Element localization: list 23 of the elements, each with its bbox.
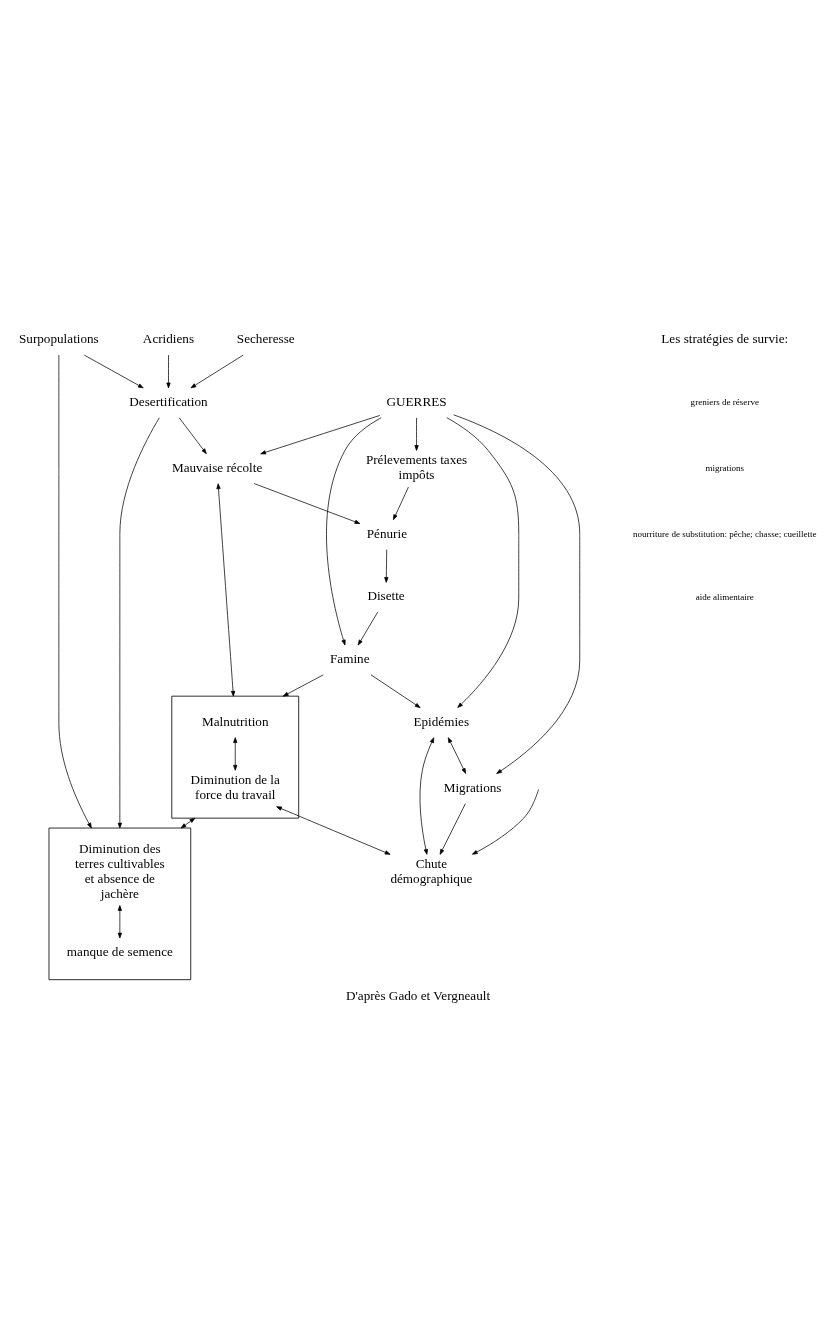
node-text: Migrations <box>443 779 502 795</box>
node-text: Secheresse <box>236 330 295 346</box>
node-text: Mauvaise récolte <box>171 459 263 475</box>
label: greniers de réserve <box>690 396 759 407</box>
label: nourriture de substitution: pêche; chasse; cueillette <box>632 528 817 539</box>
node-text: Desertification <box>129 393 208 409</box>
node-text: Acridiens <box>142 330 195 346</box>
label: Les stratégies de survie: <box>661 330 789 346</box>
node-text: Prélevements taxes impôts <box>365 451 468 482</box>
label: aide alimentaire <box>695 591 754 602</box>
label: migrations <box>705 462 745 473</box>
node-text: Malnutrition <box>201 713 269 729</box>
caption: D'après Gado et Vergneault <box>345 987 491 1003</box>
node-text: Surpopulations <box>18 330 99 346</box>
node-text: Famine <box>330 650 370 666</box>
node-text: Disette <box>367 587 405 603</box>
node-text: Pénurie <box>366 525 408 541</box>
node-text: GUERRES <box>386 393 447 409</box>
node-text: manque de semence <box>66 943 173 959</box>
node-text: Diminution des terres cultivables et absence de jachère <box>75 840 165 901</box>
node-text: Chute démographique <box>390 855 473 886</box>
node-text: Epidémies <box>413 713 470 729</box>
node-text: Diminution de la force du travail <box>190 771 280 802</box>
